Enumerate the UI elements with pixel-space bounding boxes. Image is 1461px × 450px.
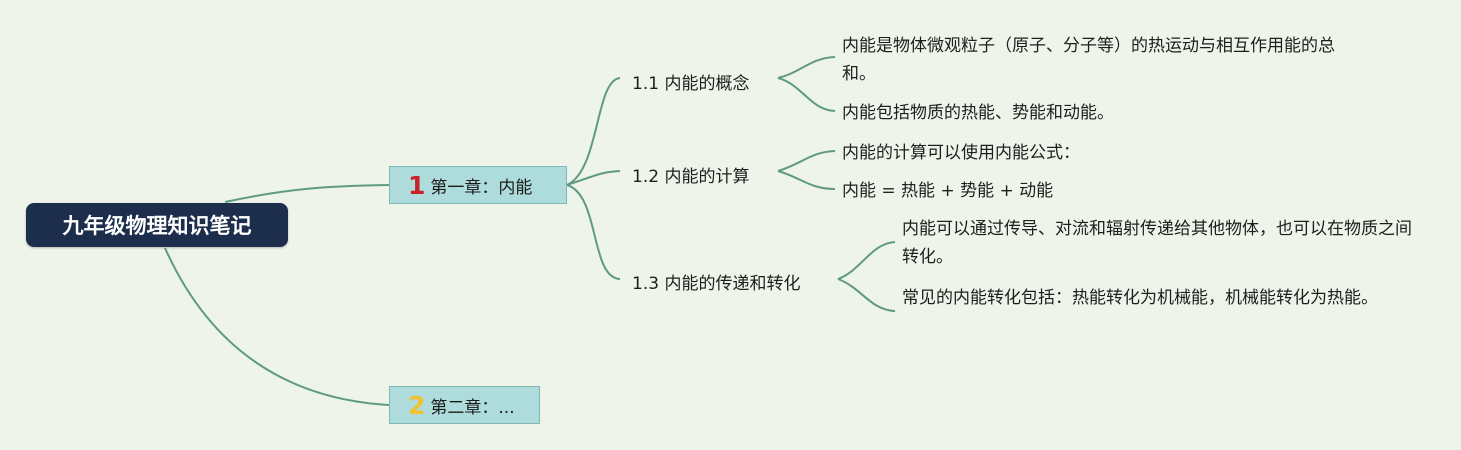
section-node-1-2[interactable]: 1.2 内能的计算 — [632, 167, 750, 187]
root-node[interactable]: 九年级物理知识笔记 — [26, 203, 288, 247]
chapter-number-badge: 2 — [408, 390, 426, 420]
connector-root-ch1 — [224, 184, 390, 203]
connector-root-ch2 — [164, 247, 390, 406]
connector-ch1-sec2 — [566, 170, 621, 186]
connector-sec3-leaf2 — [837, 278, 896, 312]
leaf-note[interactable]: 内能包括物质的热能、势能和动能。 — [842, 103, 1114, 123]
connector-ch1-sec3 — [566, 184, 621, 280]
root-title: 九年级物理知识笔记 — [62, 214, 252, 238]
connector-sec2-leaf2 — [777, 170, 836, 190]
connector-sec1-leaf1 — [777, 56, 836, 79]
section-node-1-1[interactable]: 1.1 内能的概念 — [632, 74, 750, 94]
leaf-note[interactable]: 内能可以通过传导、对流和辐射传递给其他物体，也可以在物质之间转化。 — [902, 219, 1412, 267]
leaf-note[interactable]: 内能 = 热能 + 势能 + 动能 — [842, 181, 1054, 201]
chapter-node-2[interactable]: 2 第二章：... — [389, 386, 540, 424]
leaf-note[interactable]: 内能是物体微观粒子（原子、分子等）的热运动与相互作用能的总和。 — [842, 36, 1335, 84]
leaf-note[interactable]: 常见的内能转化包括：热能转化为机械能，机械能转化为热能。 — [902, 288, 1378, 308]
connector-ch1-sec1 — [566, 77, 621, 186]
section-node-1-3[interactable]: 1.3 内能的传递和转化 — [632, 274, 801, 294]
chapter-label: 第一章：内能 — [430, 177, 533, 198]
connector-sec1-leaf2 — [777, 77, 836, 112]
chapter-label: 第二章：... — [430, 397, 515, 418]
connector-sec3-leaf1 — [837, 241, 896, 280]
chapter-number-badge: 1 — [408, 170, 426, 200]
leaf-note[interactable]: 内能的计算可以使用内能公式： — [842, 143, 1080, 163]
chapter-node-1[interactable]: 1 第一章：内能 — [389, 166, 567, 204]
connector-sec2-leaf1 — [777, 150, 836, 172]
